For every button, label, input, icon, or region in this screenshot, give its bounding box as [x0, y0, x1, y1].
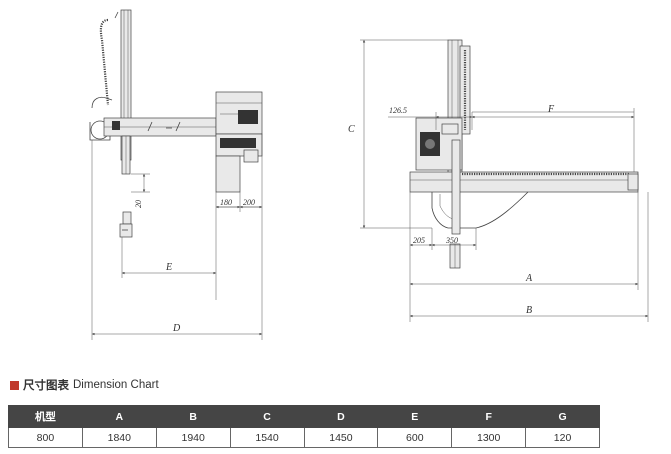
dim-a-label: A: [525, 273, 533, 284]
cell-model: 800: [8, 427, 83, 448]
cell-g: 120: [525, 427, 600, 448]
dim-20-label: 20: [134, 200, 143, 208]
table-header-row: 机型 A B C D E F G: [8, 405, 600, 428]
dim-180-label: 180: [220, 198, 232, 207]
col-header-b: B: [155, 405, 231, 428]
table-row: 800 1840 1940 1540 1450 600 1300 120: [8, 427, 600, 448]
col-header-model: 机型: [8, 405, 83, 428]
dim-205-label: 205: [413, 236, 425, 245]
col-header-g: G: [525, 405, 600, 428]
dimension-chart-heading: 尺寸图表 Dimension Chart: [10, 378, 159, 392]
dim-e-label: E: [165, 262, 172, 273]
dim-c-label: C: [348, 124, 355, 135]
col-header-d: D: [303, 405, 379, 428]
dim-200-label: 200: [243, 198, 255, 207]
cell-c: 1540: [229, 427, 305, 448]
dim-d-label: D: [172, 323, 181, 334]
col-header-a: A: [81, 405, 157, 428]
dim-350-label: 350: [445, 236, 458, 245]
cell-f: 1300: [451, 427, 527, 448]
col-header-f: F: [451, 405, 527, 428]
cell-d: 1450: [303, 427, 379, 448]
front-view: C 126.5 F 205 350 A B: [348, 39, 649, 322]
chart-title-zh: 尺寸图表: [23, 378, 69, 392]
cell-b: 1940: [155, 427, 231, 448]
chart-title-en: Dimension Chart: [73, 379, 159, 391]
dim-126-5-label: 126.5: [389, 106, 407, 115]
col-header-c: C: [229, 405, 305, 428]
dim-b-label: B: [526, 305, 532, 316]
cell-e: 600: [377, 427, 453, 448]
col-header-e: E: [377, 405, 453, 428]
dimension-table: 机型 A B C D E F G 800 1840 1940 1540 1450…: [8, 405, 600, 448]
cell-a: 1840: [81, 427, 157, 448]
dim-f-label: F: [547, 104, 555, 115]
robot-dimension-drawing: 20 180 200 E D: [89, 9, 649, 340]
red-square-icon: [10, 380, 19, 390]
side-view: 20 180 200 E D: [89, 9, 263, 340]
